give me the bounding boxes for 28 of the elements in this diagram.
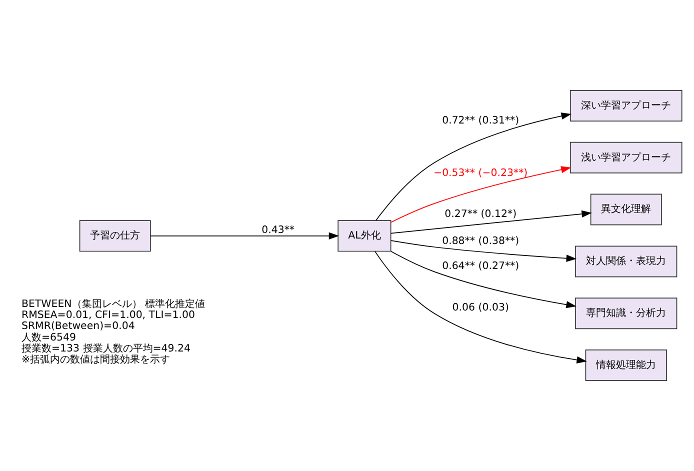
arrow <box>374 251 587 364</box>
arrow <box>390 210 592 234</box>
label: BETWEEN（集団レベル） 標準化推定値 <box>21 299 206 310</box>
node-box: 浅い学習アプローチ <box>570 142 682 174</box>
arrow <box>150 232 340 240</box>
edge-label: 0.88** (0.38**) <box>442 236 520 248</box>
edge-label: 0.06 (0.03) <box>452 302 509 314</box>
edge-label: 0.27** (0.12*) <box>444 208 517 220</box>
arrow <box>390 240 577 262</box>
arrow <box>390 166 572 223</box>
edge-label: 0.64** (0.27**) <box>442 260 520 272</box>
edge-label: −0.53** (−0.23**) <box>434 168 528 180</box>
node-box: 予習の仕方 <box>79 220 151 252</box>
arrow <box>390 250 576 308</box>
node-box: 対人関係・表現力 <box>575 246 678 278</box>
node-box: 情報処理能力 <box>585 350 667 382</box>
label: ※括弧内の数値は間接効果を示す <box>21 354 170 366</box>
label: SRMR(Between)=0.04 <box>21 321 135 332</box>
node-box: AL外化 <box>338 220 392 252</box>
node-box: 専門知識・分析力 <box>575 298 678 330</box>
edge-label: 0.72** (0.31**) <box>442 115 520 126</box>
arrow <box>376 112 572 221</box>
edge-label: 0.43** <box>262 225 295 236</box>
node-box: 深い学習アプローチ <box>570 90 682 122</box>
node-box: 異文化理解 <box>590 194 662 226</box>
label: 人数=6549 <box>21 332 76 344</box>
label: 授業数=133 授業人数の平均=49.24 <box>21 343 191 354</box>
label: RMSEA=0.01, CFI=1.00, TLI=1.00 <box>21 310 195 322</box>
